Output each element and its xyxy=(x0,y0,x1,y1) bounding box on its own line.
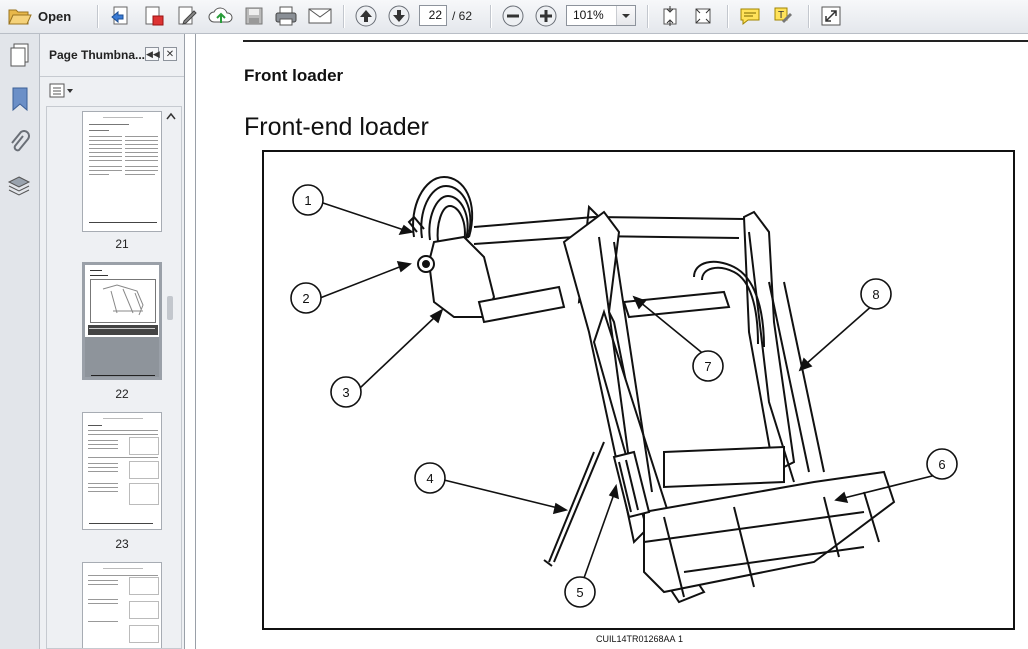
zoom-in-button[interactable] xyxy=(533,4,559,28)
zoom-in-icon xyxy=(535,5,557,27)
fit-page-button[interactable] xyxy=(657,4,683,28)
thumbnail-page-23[interactable] xyxy=(82,412,162,530)
thumbnail-scroll-up-icon[interactable] xyxy=(166,110,176,122)
cloud-upload-button[interactable] xyxy=(207,4,235,28)
highlight-button[interactable]: T xyxy=(770,4,796,28)
layers-icon[interactable] xyxy=(6,174,32,203)
page-down-icon xyxy=(388,5,410,27)
zoom-select[interactable]: 101% xyxy=(566,5,636,26)
options-icon xyxy=(49,83,75,104)
open-label: Open xyxy=(38,8,72,24)
header-rule xyxy=(243,40,1028,42)
convert-button[interactable] xyxy=(141,4,167,28)
fit-width-button[interactable] xyxy=(690,4,716,28)
collapse-left-icon[interactable]: ◀◀ xyxy=(145,47,160,61)
svg-text:T: T xyxy=(778,10,784,21)
document-viewer: Front loader Front-end loader xyxy=(185,34,1028,649)
page-total: / 62 xyxy=(452,9,473,23)
print-icon xyxy=(274,5,298,27)
callout-label-3: 3 xyxy=(342,385,349,400)
callout-label-7: 7 xyxy=(704,359,711,374)
callout-3 xyxy=(330,376,362,408)
section-heading: Front loader xyxy=(244,66,344,85)
thumbnail-label: 22 xyxy=(115,387,129,401)
page-number-input[interactable]: 22 xyxy=(419,5,447,26)
navigation-strip xyxy=(0,34,40,649)
previous-page-button[interactable] xyxy=(353,4,379,28)
toolbar: Open 22 / 62 101% xyxy=(0,0,1028,34)
pages-icon[interactable] xyxy=(8,42,32,73)
callout-label-1: 1 xyxy=(304,193,311,208)
print-button[interactable] xyxy=(272,4,300,28)
save-icon xyxy=(244,6,264,26)
fit-page-icon xyxy=(659,5,681,27)
edit-icon xyxy=(176,5,198,27)
fit-width-icon xyxy=(692,5,714,27)
cloud-upload-icon xyxy=(208,5,234,27)
callout-label-5: 5 xyxy=(576,585,583,600)
comment-button[interactable] xyxy=(737,4,763,28)
email-icon xyxy=(308,7,332,25)
callout-6 xyxy=(926,448,958,480)
save-button[interactable] xyxy=(241,4,267,28)
email-button[interactable] xyxy=(306,4,334,28)
open-button[interactable]: Open xyxy=(8,4,78,28)
callout-label-2: 2 xyxy=(302,291,309,306)
figure-number: 1 xyxy=(678,634,684,644)
panel-title: Page Thumbna... xyxy=(49,48,146,62)
page-title: Front-end loader xyxy=(244,113,429,141)
highlight-icon: T xyxy=(772,5,794,27)
thumbnail-page-21[interactable] xyxy=(82,111,162,232)
convert-icon xyxy=(143,5,165,27)
fullscreen-button[interactable] xyxy=(818,4,844,28)
callout-1 xyxy=(292,184,324,216)
thumbnail-list: 21 22 23 xyxy=(46,106,182,649)
callout-label-6: 6 xyxy=(938,457,945,472)
callout-4 xyxy=(414,462,446,494)
callout-8 xyxy=(860,278,892,310)
figure-caption: CUIL14TR01268AA xyxy=(596,634,676,644)
attachment-icon[interactable] xyxy=(8,130,30,161)
callout-label-8: 8 xyxy=(872,287,879,302)
next-page-button[interactable] xyxy=(386,4,412,28)
bookmark-icon[interactable] xyxy=(10,86,30,117)
fullscreen-icon xyxy=(820,5,842,27)
page-up-icon xyxy=(355,5,377,27)
zoom-out-icon xyxy=(502,5,524,27)
create-pdf-icon xyxy=(110,5,132,27)
document-page: Front loader Front-end loader xyxy=(195,34,1028,649)
callout-5 xyxy=(564,576,596,608)
comment-icon xyxy=(739,5,761,27)
thumbnail-page-24[interactable] xyxy=(82,562,162,648)
options-button[interactable] xyxy=(49,82,75,100)
create-pdf-button[interactable] xyxy=(108,4,134,28)
callout-label-4: 4 xyxy=(426,471,433,486)
front-loader-illustration: 1 2 3 4 5 6 7 8 xyxy=(290,175,958,608)
zoom-out-button[interactable] xyxy=(500,4,526,28)
open-folder-icon xyxy=(8,6,32,26)
zoom-value: 101% xyxy=(573,8,604,22)
edit-button[interactable] xyxy=(174,4,200,28)
callout-2 xyxy=(290,282,322,314)
close-icon[interactable]: ✕ xyxy=(163,47,177,61)
callout-7 xyxy=(692,350,724,382)
thumbnail-label: 23 xyxy=(115,537,129,551)
loader-figure: 1 2 3 4 5 6 7 8 xyxy=(262,150,1015,630)
chevron-down-icon[interactable] xyxy=(616,6,635,25)
thumbnail-scrollbar[interactable] xyxy=(167,296,173,320)
thumbnail-page-22[interactable] xyxy=(82,262,162,380)
thumbnail-label: 21 xyxy=(115,237,129,251)
panel-header: Page Thumbna... ◀◀ ✕ xyxy=(40,34,184,77)
